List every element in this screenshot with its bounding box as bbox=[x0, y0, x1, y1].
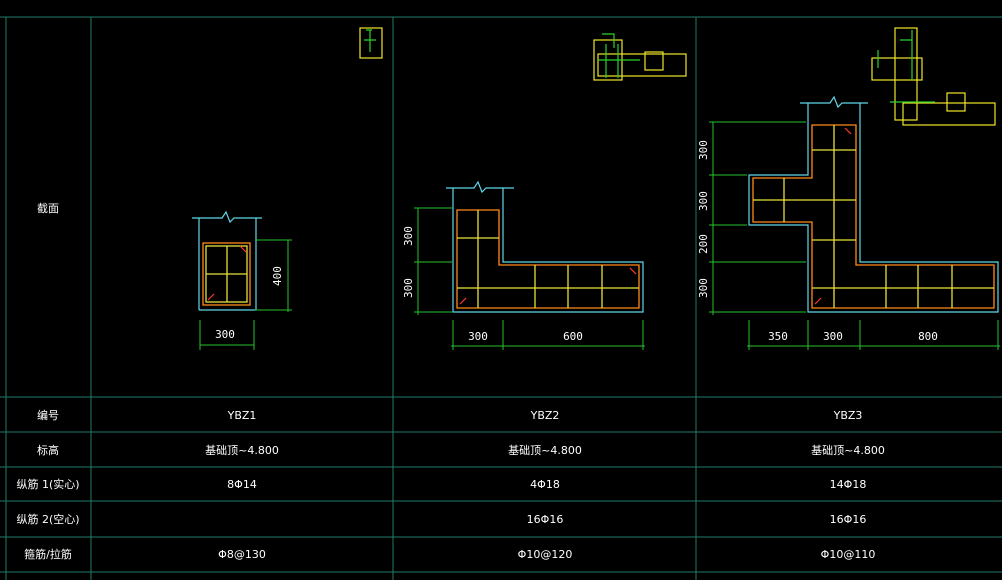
row-label-long1: 纵筋 1(实心) bbox=[16, 477, 79, 491]
ybz2-long1: 4Φ18 bbox=[530, 478, 560, 491]
ybz1-dim-width: 300 bbox=[215, 328, 235, 341]
ybz3-dim-h2: 300 bbox=[823, 330, 843, 343]
ybz3-dim-v2: 300 bbox=[697, 191, 710, 211]
row-label-tie: 箍筋/拉筋 bbox=[24, 547, 72, 561]
ybz1-dim-height: 400 bbox=[271, 266, 284, 286]
ybz3-id: YBZ3 bbox=[833, 409, 863, 422]
row-label-long2: 纵筋 2(空心) bbox=[16, 512, 79, 526]
ybz2-key-plan bbox=[593, 33, 687, 81]
ybz3-key-plan bbox=[871, 27, 996, 126]
ybz1-key-plan bbox=[359, 27, 383, 59]
ybz1-section: 300 400 bbox=[192, 27, 383, 350]
ybz2-elevation: 基础顶~4.800 bbox=[508, 444, 582, 457]
row-label-section: 截面 bbox=[37, 201, 59, 215]
row-label-elevation: 标高 bbox=[37, 443, 59, 457]
ybz2-tie: Φ10@120 bbox=[518, 548, 573, 561]
row-label-id: 编号 bbox=[37, 408, 59, 422]
ybz3-tie: Φ10@110 bbox=[821, 548, 876, 561]
ybz3-dim-v4: 300 bbox=[697, 278, 710, 298]
ybz2-dim-h2: 600 bbox=[563, 330, 583, 343]
ybz3-dim-h3: 800 bbox=[918, 330, 938, 343]
ybz2-dim-h1: 300 bbox=[468, 330, 488, 343]
ybz3-elevation: 基础顶~4.800 bbox=[811, 444, 885, 457]
ybz2-dim-v1: 300 bbox=[402, 226, 415, 246]
ybz3-dim-v1: 300 bbox=[697, 140, 710, 160]
table-grid bbox=[0, 16, 1002, 580]
ybz1-elevation: 基础顶~4.800 bbox=[205, 444, 279, 457]
ybz2-id: YBZ2 bbox=[530, 409, 560, 422]
ybz3-long1: 14Φ18 bbox=[830, 478, 867, 491]
ybz1-tie: Φ8@130 bbox=[218, 548, 266, 561]
ybz3-dim-v3: 200 bbox=[697, 234, 710, 254]
ybz2-dim-v2: 300 bbox=[402, 278, 415, 298]
ybz2-section: 300 300 300 600 bbox=[402, 33, 687, 350]
ybz3-section: 300 300 200 300 350 300 800 bbox=[697, 27, 1000, 350]
ybz1-long1: 8Φ14 bbox=[227, 478, 257, 491]
ybz3-long2: 16Φ16 bbox=[830, 513, 867, 526]
ybz3-dim-h1: 350 bbox=[768, 330, 788, 343]
ybz1-id: YBZ1 bbox=[227, 409, 257, 422]
ybz2-long2: 16Φ16 bbox=[527, 513, 564, 526]
